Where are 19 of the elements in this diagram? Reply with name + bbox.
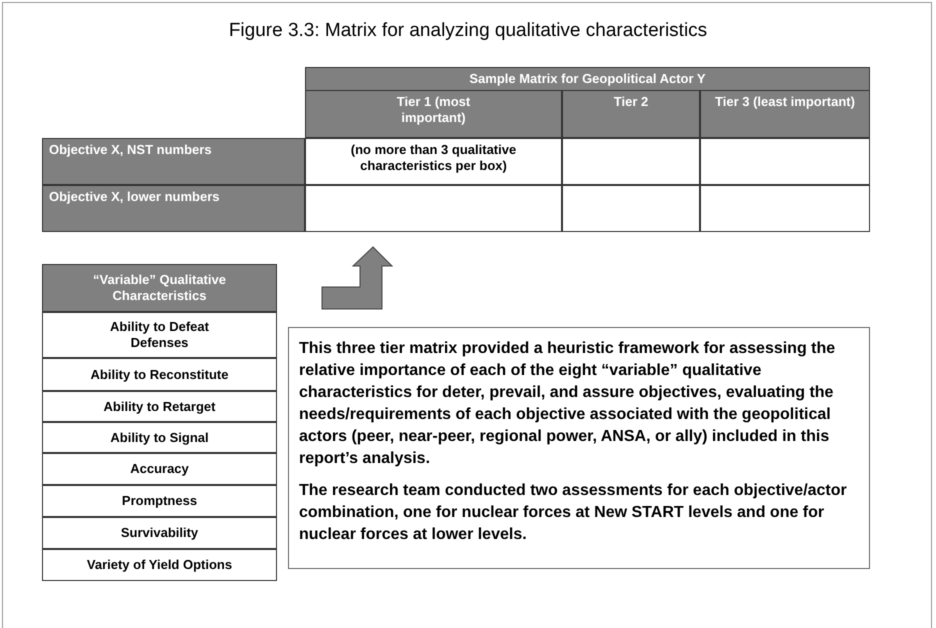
figure-title: Figure 3.3: Matrix for analyzing qualitative characteristics xyxy=(228,20,708,42)
note-paragraph: The research team conducted two assessments for each objective/actor combination, one for nuclear forces at New START levels and one for nuclear forces at lower levels. xyxy=(299,481,848,545)
row-header-cell: Objective X, NST numbers xyxy=(42,138,305,185)
table-cell: Survivability xyxy=(42,517,277,549)
table-cell: Ability to Signal xyxy=(42,422,277,453)
table-header-cell: Tier 1 (most important) xyxy=(305,90,562,138)
table-cell: Variety of Yield Options xyxy=(42,549,277,581)
table-header-cell: “Variable” Qualitative Characteristics xyxy=(42,264,277,312)
table-cell: Ability to Defeat Defenses xyxy=(42,312,277,358)
table-header-cell: Tier 2 xyxy=(562,90,700,138)
table-header-cell: Tier 3 (least important) xyxy=(700,90,870,138)
table-cell: Ability to Retarget xyxy=(42,391,277,422)
table-cell: (no more than 3 qualitative characteristics per box) xyxy=(305,138,562,185)
row-header-cell: Objective X, lower numbers xyxy=(42,185,305,232)
table-cell: Ability to Reconstitute xyxy=(42,358,277,391)
table-cell: Promptness xyxy=(42,485,277,517)
table-header-cell: Sample Matrix for Geopolitical Actor Y xyxy=(305,67,870,91)
note-paragraph: This three tier matrix provided a heuristic framework for assessing the relative importance of each of the eight “variable” qualitative characteristics for deter, prevail, and assure objectives, evaluating the needs/requirements of each objective associated with the geopolitical actors (peer, near-peer, regional power, ANSA, or ally) included in this report’s analysis. xyxy=(299,339,836,469)
table-cell: Accuracy xyxy=(42,453,277,485)
